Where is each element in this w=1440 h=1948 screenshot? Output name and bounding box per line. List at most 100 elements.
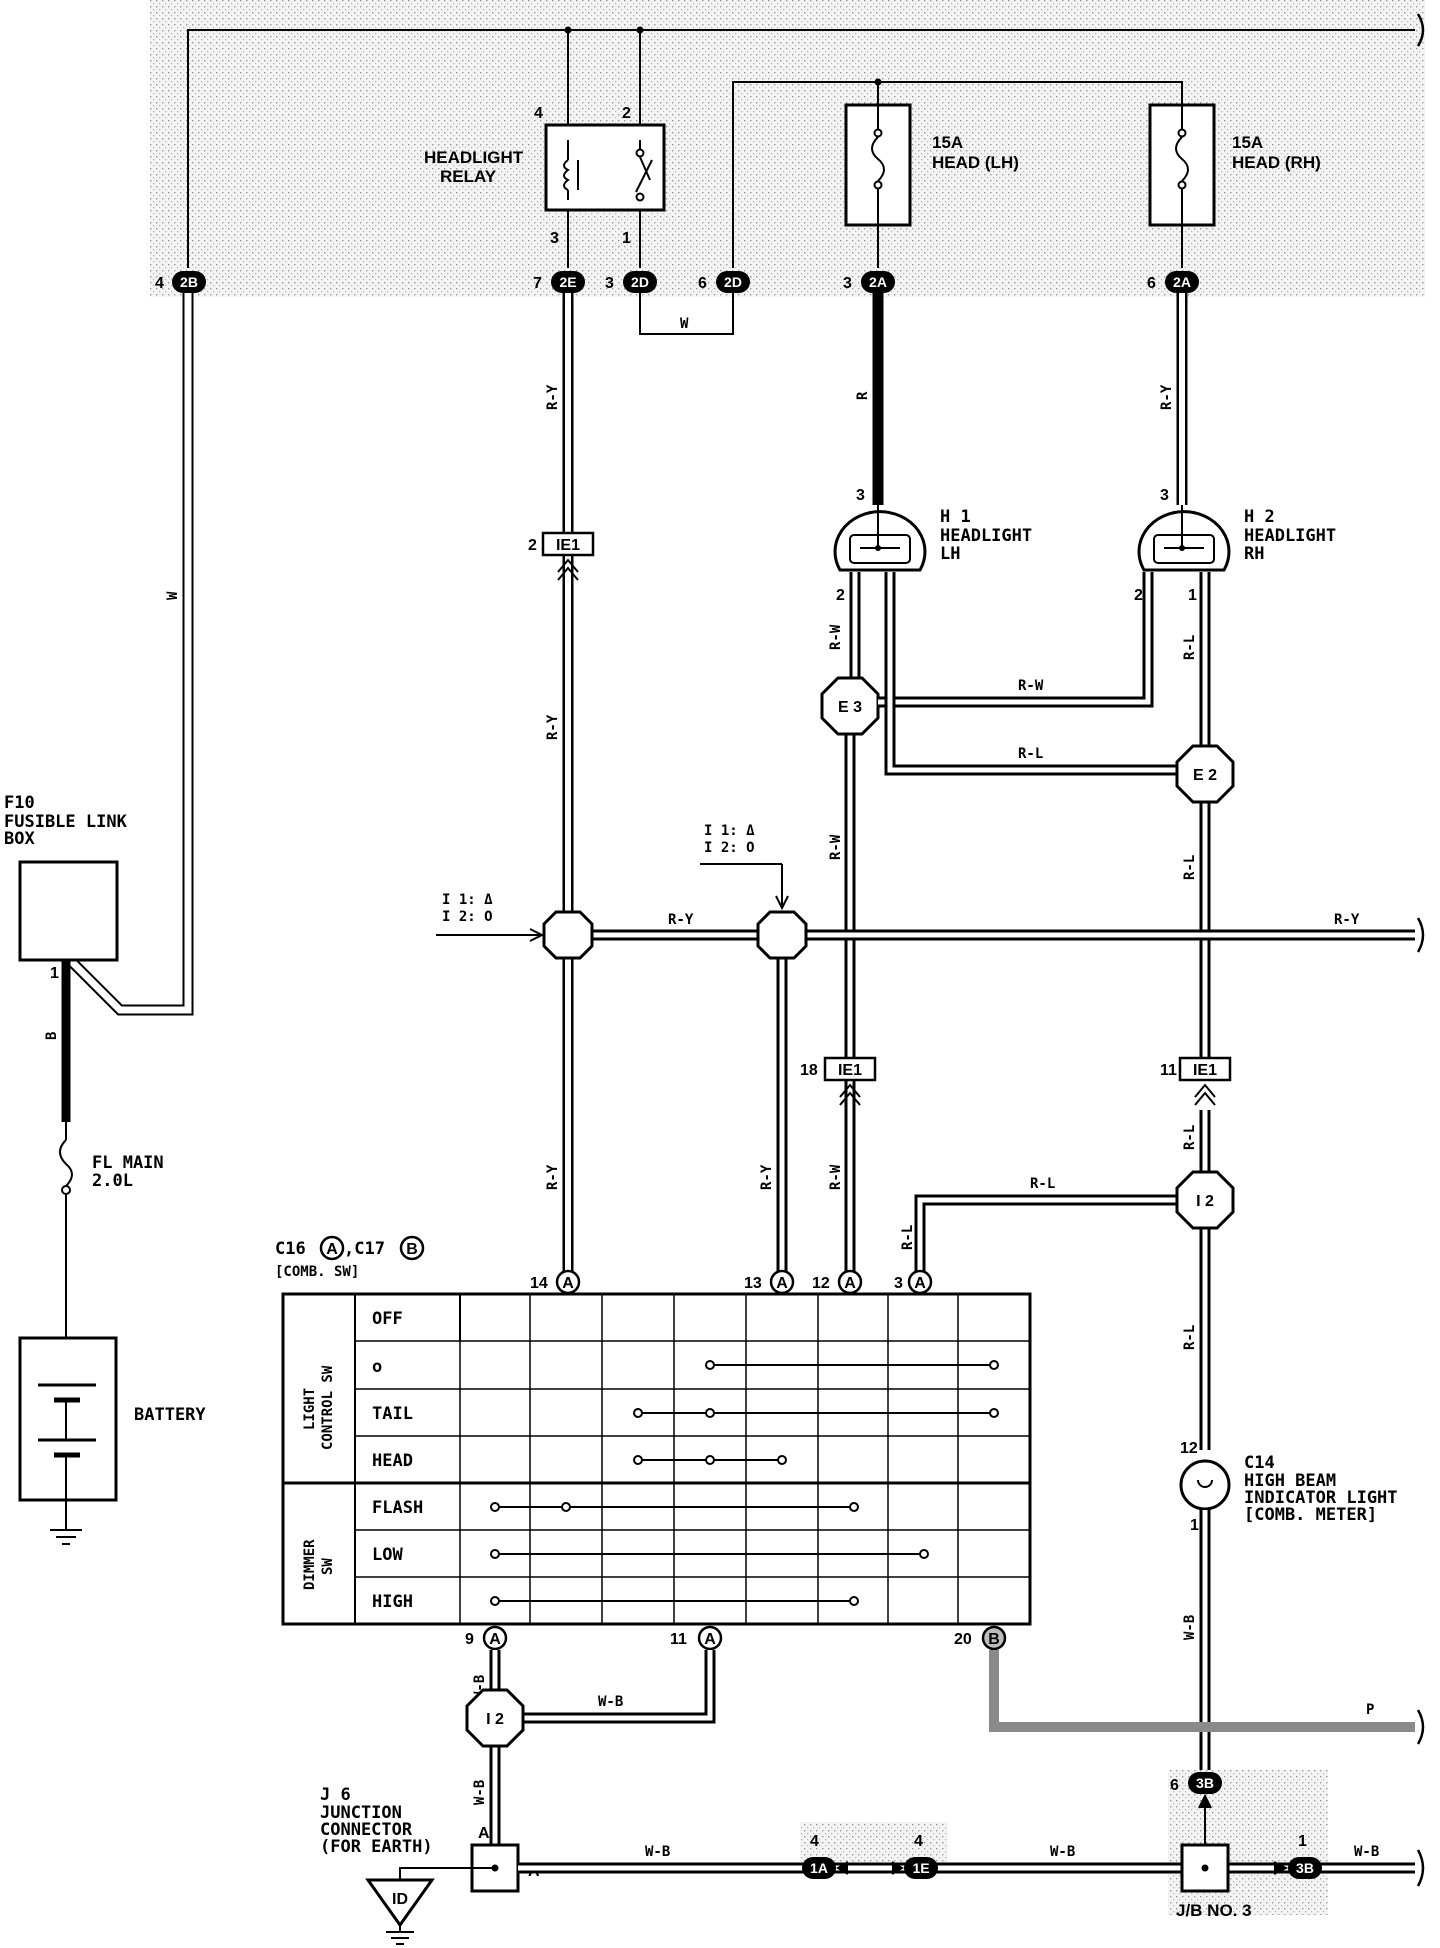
connector-label: A [704,1631,716,1648]
switch-row-label: OFF [372,1309,403,1329]
connector-label: IE1 [1193,1062,1217,1079]
f10-label: BOX [4,829,35,849]
battery [18,1336,118,1545]
pin-label: 1 [50,965,59,982]
switch-label: B [406,1241,418,1258]
headlight-rh-label: RH [1244,544,1264,564]
pin-label: 3 [550,230,559,247]
continuation-mark [1416,1849,1425,1887]
high-beam-indicator [1179,1459,1231,1511]
switch-label: ,C17 [344,1239,385,1259]
connector-label: 2D [631,274,649,290]
ground-symbol [386,1925,414,1945]
pin-label: 12 [812,1275,830,1292]
connector-label: IE1 [556,537,580,554]
wire-color-label: W-B [1050,1844,1075,1860]
wire-color-label: R-Y [668,912,694,928]
wire-color-label: R-L [1182,855,1198,880]
switch-connector-ring [319,1235,345,1261]
wire-rl-lower [914,1110,1211,1450]
wire-wb-switch [489,1650,716,1845]
connector-1A: 1A [802,1857,836,1879]
connector-2E: 2E [551,271,585,293]
fuse-label: 15A [1232,133,1263,152]
pin-label: 4 [534,105,543,122]
junction-i1-left [542,910,594,960]
junction-i2-right: I 2 [1175,1170,1235,1230]
pin-label: 2 [528,537,537,554]
pin-label: 1 [1188,587,1197,604]
junction-i1-mid [756,910,808,960]
switch-label: C16 [275,1239,306,1259]
switch-row-label: LOW [372,1545,403,1565]
wire-color-label: R-W [828,1164,844,1190]
pin-label: 11 [1160,1062,1177,1079]
wire-color-label: R-L [1030,1176,1055,1192]
c14-label: C14 [1244,1453,1275,1473]
relay-label: RELAY [440,167,497,186]
pin-label: 2 [1134,587,1143,604]
relay-label: HEADLIGHT [424,148,524,167]
connector-label: 1A [810,1860,828,1876]
pin-label: 7 [533,275,542,292]
arrowhead [1198,1793,1212,1809]
wire-color-label: B [44,1032,60,1040]
junction-e2: E 2 [1175,744,1235,804]
double-arrow [836,1861,904,1875]
group-label: DIMMER [302,1539,318,1590]
pin-label: 3 [1160,487,1169,504]
pin-label: 6 [1147,275,1156,292]
connector-label: 2A [869,274,887,290]
junction-note: I 1: Δ [704,823,755,839]
connector-3B-top: 3B [1188,1772,1222,1794]
switch-label: A [326,1241,338,1258]
switch-row-label: FLASH [372,1498,423,1518]
connector-label: A [776,1275,788,1292]
wire-rl-cross [884,572,1186,776]
pin-label: 1 [622,230,631,247]
fuse-head-lh [844,103,912,227]
pin-label: 1 [1190,1517,1199,1534]
headlight-lh-label: LH [940,544,960,564]
f10-label: F10 [4,793,35,813]
connector-label: IE1 [838,1062,862,1079]
wire-rw-cross [878,572,1154,708]
connector-label: 2A [1173,274,1191,290]
junction-label: I 2 [486,1711,504,1728]
pin-label: 4 [155,275,164,292]
connector-label: 2D [724,274,742,290]
connector-ie1-a: IE1 [541,531,595,581]
group-label: SW [320,1558,336,1575]
switch-pin-13: A [769,1269,795,1295]
group-label: LIGHT [302,1388,318,1430]
pin-label: 18 [800,1062,818,1079]
bus-junction-dot [636,26,644,34]
top-bus-wires [187,29,1415,268]
connector-label: B [988,1631,1000,1648]
fuse-label: HEAD (RH) [1232,153,1321,172]
pin-label: 13 [744,1275,762,1292]
wire-w-battery [66,293,194,1016]
fl-main-label: 2.0L [92,1171,133,1191]
fl-main-fuse [59,1122,73,1338]
pin-label: 9 [465,1631,474,1648]
fuse-head-rh [1148,103,1216,227]
wire-color-label: R-Y [545,384,561,410]
headlight-rh-label: H 2 [1244,507,1275,527]
ground-label: ID [392,1891,408,1908]
arrowhead [529,928,545,942]
pin-label: 4 [810,1833,819,1850]
continuity-marks [490,1360,999,1606]
continuation-mark [1416,13,1425,47]
wire-color-label: R-Y [1334,912,1360,928]
wire-color-label: R-Y [1159,384,1175,410]
pin-label: 14 [530,1275,548,1292]
f10-label: FUSIBLE LINK [4,812,128,832]
connector-2D-a: 2D [623,271,657,293]
pin-label: 3 [843,275,852,292]
junction-note: I 2: O [704,840,755,856]
j6-label: JUNCTION [320,1803,402,1823]
bus-junction-dot [564,26,572,34]
connector-label: A [844,1275,856,1292]
